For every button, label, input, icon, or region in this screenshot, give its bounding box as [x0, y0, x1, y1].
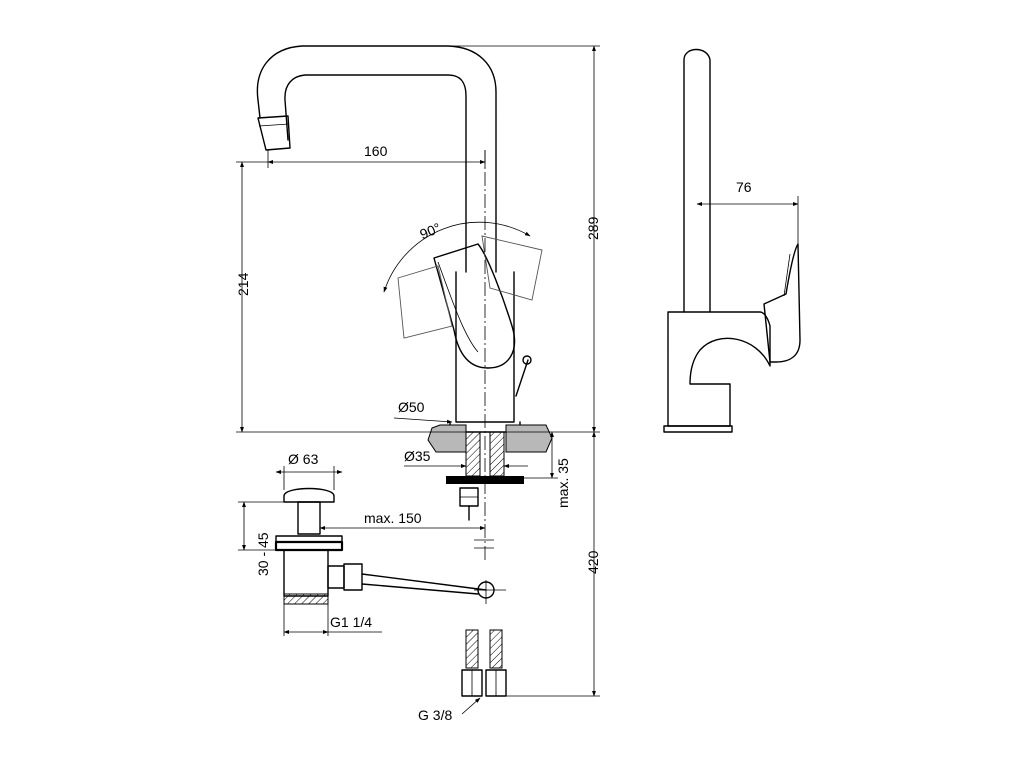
hose-left-braid	[465, 629, 479, 669]
dim-base-diameter-label: Ø50	[398, 399, 425, 415]
spout-outer-contour	[256, 45, 497, 273]
dim-waste-diameter-label: Ø 63	[288, 451, 319, 467]
flexible-hoses	[461, 629, 507, 697]
dimension-lines: 160 214 289 420 76 Ø50 Ø35 max. 35	[235, 45, 799, 723]
counter-left-section	[427, 424, 467, 453]
pop-up-rod	[515, 359, 529, 397]
threaded-shank-left	[465, 431, 481, 477]
side-view-mixer	[663, 48, 801, 433]
spout-inner-contour	[284, 74, 467, 273]
waste-thread-section	[283, 593, 329, 605]
spout-aerator-ring	[258, 123, 290, 127]
waste-plug-cap	[283, 487, 335, 503]
dim-handle-offset-label: 76	[736, 179, 752, 195]
rotation-arc	[383, 221, 531, 293]
waste-valve	[274, 487, 506, 605]
counter-right-section	[505, 424, 553, 453]
side-spout	[683, 48, 711, 313]
side-lever	[763, 243, 801, 363]
waste-linkage-rod	[361, 573, 487, 591]
side-base-plate	[663, 425, 733, 433]
dim-under-deck-label: 420	[585, 550, 601, 574]
lever-handle	[433, 243, 516, 369]
waste-body	[283, 549, 329, 597]
dim-pull-rod-label: max. 150	[364, 510, 422, 526]
dim-hole-diameter-label: Ø35	[404, 448, 431, 464]
dim-spout-height-label: 214	[235, 272, 251, 296]
dim-hose-thread-label: G 3/8	[418, 707, 452, 723]
dim-d50-leader	[393, 417, 453, 424]
hose-right-braid	[489, 629, 503, 669]
waste-side-nut	[343, 563, 363, 591]
lever-handle-edge	[437, 261, 479, 353]
waste-plug-stem	[297, 501, 321, 535]
side-lever-edge	[783, 253, 791, 297]
counter-section	[427, 424, 553, 549]
pop-up-knob	[522, 355, 532, 365]
rotation-angle-label: 90°	[417, 219, 443, 242]
dim-g38-leader	[461, 697, 481, 715]
waste-linkage-rod-lower	[361, 583, 479, 595]
side-body	[667, 311, 771, 427]
lever-ghost-left	[397, 265, 453, 339]
dim-waste-adjust-label: 30 - 45	[255, 532, 271, 576]
dim-total-height-label: 289	[585, 216, 601, 240]
waste-flange-gasket	[274, 540, 344, 552]
dim-spout-reach-label: 160	[364, 143, 388, 159]
dim-waste-thread-label: G1 1/4	[330, 614, 372, 630]
spout-aerator	[257, 115, 291, 151]
threaded-shank-right	[489, 431, 505, 477]
waste-side-connector	[327, 565, 345, 589]
fixing-washer	[446, 476, 524, 484]
dim-deck-thickness-label: max. 35	[555, 458, 571, 508]
